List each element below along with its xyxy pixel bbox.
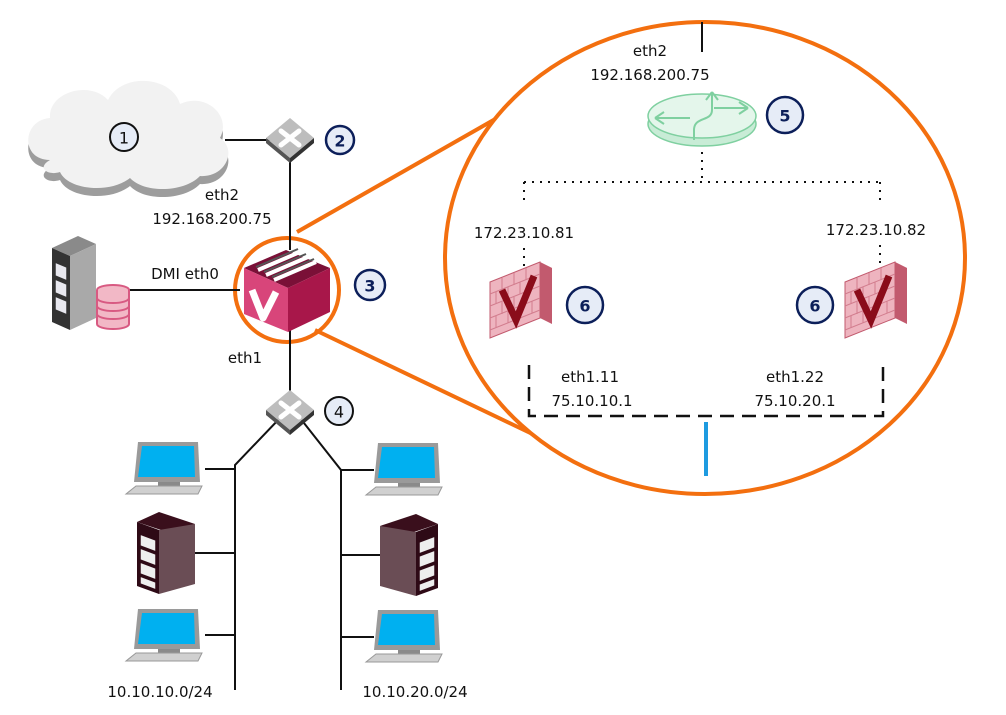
badge-5: 5 xyxy=(765,95,805,135)
svg-text:5: 5 xyxy=(779,107,790,126)
laptop-icon[interactable] xyxy=(365,442,443,496)
link-left-trunk xyxy=(234,417,281,690)
label-subnet-right: 10.10.20.0/24 xyxy=(362,683,467,701)
zoom-circle-large xyxy=(443,20,967,496)
badge-2: 2 xyxy=(324,124,356,156)
virtual-router[interactable]: 5 xyxy=(647,91,805,147)
database-server-icon xyxy=(52,236,130,330)
switch-icon xyxy=(266,118,314,163)
router-icon xyxy=(647,91,757,147)
subnet-right-devices xyxy=(365,442,443,663)
callout-line-bottom xyxy=(314,328,546,442)
label-eth2-main: eth2 xyxy=(205,186,239,204)
badge-6-right: 6 xyxy=(795,285,835,325)
svg-text:3: 3 xyxy=(364,277,375,296)
label-eth1-11-ip: 75.10.10.1 xyxy=(551,392,632,410)
label-eth1-11: eth1.11 xyxy=(561,368,619,386)
server-icon[interactable] xyxy=(136,511,196,595)
label-dmi: DMI eth0 xyxy=(151,265,219,283)
laptop-icon[interactable] xyxy=(125,608,203,662)
laptop-icon[interactable] xyxy=(365,609,443,663)
label-fw-right-ip: 172.23.10.82 xyxy=(826,221,926,239)
zoom-callout xyxy=(233,20,967,496)
laptop-icon[interactable] xyxy=(125,441,203,495)
badge-6-left: 6 xyxy=(565,285,605,325)
internet-cloud[interactable]: 1 xyxy=(28,80,229,198)
lan-switch[interactable]: 4 xyxy=(266,390,354,435)
label-eth1-main: eth1 xyxy=(228,349,262,367)
badge-1: 1 xyxy=(109,122,139,152)
virtual-appliance-icon xyxy=(244,248,330,332)
firewall-left[interactable]: 6 xyxy=(490,262,605,338)
svg-text:4: 4 xyxy=(334,403,344,422)
badge-3: 3 xyxy=(353,268,387,302)
label-eth1-22-ip: 75.10.20.1 xyxy=(754,392,835,410)
link-right-trunk xyxy=(299,417,342,690)
svg-text:6: 6 xyxy=(579,297,590,316)
badge-4: 4 xyxy=(324,396,354,426)
label-fw-left-ip: 172.23.10.81 xyxy=(474,224,574,242)
vlan-links xyxy=(527,362,885,418)
server-icon[interactable] xyxy=(379,513,439,597)
label-eth2-zoom-ip: 192.168.200.75 xyxy=(590,66,709,84)
firewall-right[interactable]: 6 xyxy=(795,262,907,338)
main-links xyxy=(128,139,380,690)
label-eth2-zoom: eth2 xyxy=(633,42,667,60)
label-subnet-left: 10.10.10.0/24 xyxy=(107,683,212,701)
svg-text:1: 1 xyxy=(119,129,129,148)
virtual-appliance[interactable]: 3 xyxy=(244,248,387,332)
switch-icon xyxy=(266,390,314,435)
svg-text:2: 2 xyxy=(334,132,345,151)
management-links xyxy=(523,152,881,272)
label-eth1-22: eth1.22 xyxy=(766,368,824,386)
label-eth2-main-ip: 192.168.200.75 xyxy=(152,210,271,228)
upstream-switch[interactable]: 2 xyxy=(266,118,356,163)
dmi-server[interactable] xyxy=(52,236,130,330)
svg-text:6: 6 xyxy=(809,297,820,316)
subnet-left-devices xyxy=(125,441,203,662)
